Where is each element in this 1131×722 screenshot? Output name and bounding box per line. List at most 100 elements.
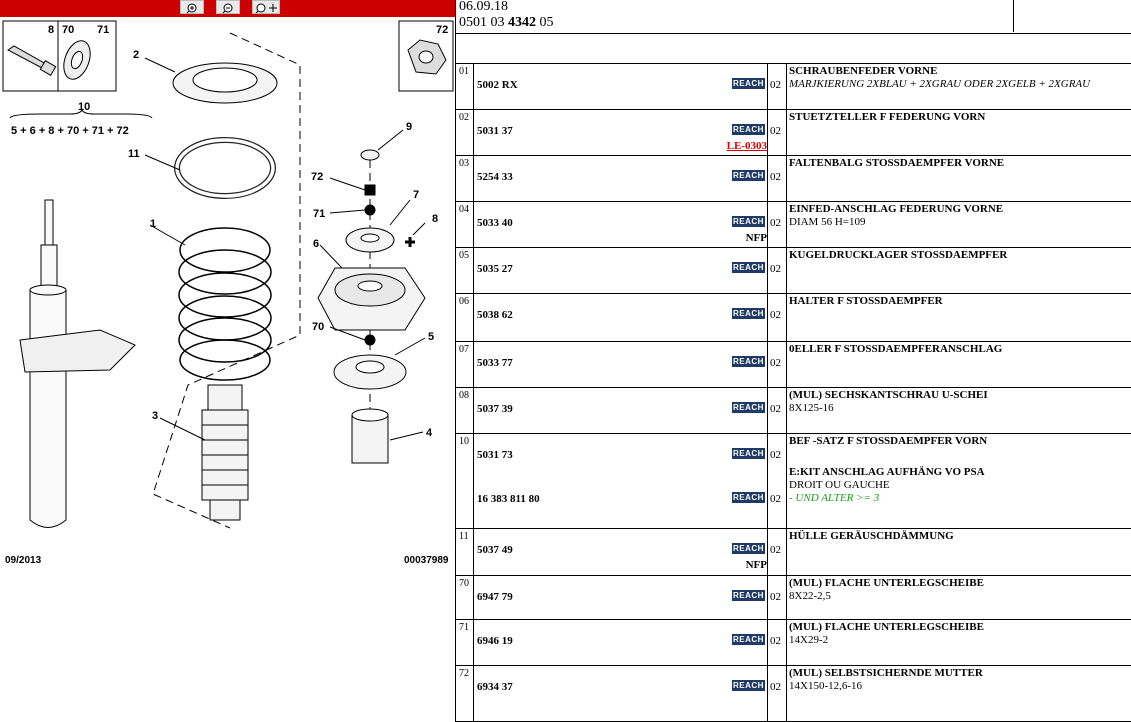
description-block: STUETZTELLER F FEDERUNG VORN	[789, 111, 1131, 124]
quantity: 02	[770, 171, 781, 183]
part-note: - UND ALTER >= 3	[789, 492, 880, 504]
part-number[interactable]: 5035 27	[477, 263, 513, 275]
callout-7: 7	[413, 189, 419, 201]
part-number[interactable]: 6934 37	[477, 681, 513, 693]
part-number[interactable]: 16 383 811 80	[477, 493, 540, 505]
quantity: 02	[770, 591, 781, 603]
reach-badge[interactable]: REACH	[732, 170, 765, 181]
reach-badge[interactable]: REACH	[732, 308, 765, 319]
reach-badge[interactable]: REACH	[732, 543, 765, 554]
reach-badge[interactable]: REACH	[732, 216, 765, 227]
zoom-pan-button[interactable]	[252, 0, 280, 14]
zoom-out-button[interactable]	[216, 0, 240, 14]
callouts: 2 11 1 3 9 72 71 7 8 6 70 5 4	[128, 49, 438, 439]
header-reference: 0501 03 4342 05	[459, 15, 554, 31]
reference-cell: 5035 27 REACH	[474, 248, 768, 293]
part-number[interactable]: 5037 49	[477, 544, 513, 556]
washer-drawing	[63, 40, 91, 80]
coil-spring-drawing	[178, 227, 272, 381]
part-number[interactable]: 5254 33	[477, 171, 513, 183]
quantity: 02	[770, 263, 781, 275]
part-number[interactable]: 5002 RX	[477, 79, 518, 91]
part-note: MARJKIERUNG 2XBLAU + 2XGRAU ODER 2XGELB …	[789, 78, 1091, 90]
part-number[interactable]: 5031 73	[477, 449, 513, 461]
zoom-in-icon	[186, 3, 197, 14]
box-label-72: 72	[436, 24, 448, 36]
reach-badge[interactable]: REACH	[732, 262, 765, 273]
part-number[interactable]: 6946 19	[477, 635, 513, 647]
bellows-drawing	[201, 384, 249, 521]
description-block: BEF -SATZ F STOSSDAEMPFER VORN	[789, 435, 1131, 448]
part-name: (MUL) SECHSKANTSCHRAU U-SCHEI	[789, 389, 988, 401]
reach-badge[interactable]: REACH	[732, 492, 765, 503]
part-name: SCHRAUBENFEDER VORNE	[789, 65, 938, 77]
part-number[interactable]: 5031 37	[477, 125, 513, 137]
spring-seat-drawing	[172, 62, 278, 104]
parts-row[interactable]: 03 02 5254 33 REACH FALTENBALG STOSSDAEMPFER…	[456, 156, 1131, 202]
part-note: 8X125-16	[789, 402, 834, 414]
callout-8: 8	[432, 213, 438, 225]
quantity: 02	[770, 635, 781, 647]
reach-badge[interactable]: REACH	[732, 634, 765, 645]
kit-formula: 5 + 6 + 8 + 70 + 71 + 72	[11, 125, 129, 137]
reference-cell: 6934 37 REACH	[474, 666, 768, 721]
row-index: 03	[456, 156, 474, 201]
row-index: 11	[456, 529, 474, 575]
reach-badge[interactable]: REACH	[732, 124, 765, 135]
lifecycle-link[interactable]: LE-0303	[726, 140, 767, 152]
part-number[interactable]: 5038 62	[477, 309, 513, 321]
description-block: FALTENBALG STOSSDAEMPFER VORNE	[789, 157, 1131, 170]
zoom-in-button[interactable]	[180, 0, 204, 14]
description-block: HÜLLE GERÄUSCHDÄMMUNG	[789, 530, 1131, 543]
part-number[interactable]: 6947 79	[477, 591, 513, 603]
reach-badge[interactable]: REACH	[732, 78, 765, 89]
description-block: HALTER F STOSSDAEMPFER	[789, 295, 1131, 308]
quantity: 02	[770, 357, 781, 369]
reach-badge[interactable]: REACH	[732, 402, 765, 413]
description-cell: STUETZTELLER F FEDERUNG VORN	[786, 110, 1131, 155]
part-number[interactable]: 5033 77	[477, 357, 513, 369]
reference-cell: 5254 33 REACH	[474, 156, 768, 201]
part-name: (MUL) FLACHE UNTERLEGSCHEIBE	[789, 621, 984, 633]
part-number[interactable]: 5033 40	[477, 217, 513, 229]
row-index: 02	[456, 110, 474, 155]
reference-cell: 5031 37 REACH LE-0303	[474, 110, 768, 155]
part-number[interactable]: 5037 39	[477, 403, 513, 415]
reach-badge[interactable]: REACH	[732, 680, 765, 691]
inset-box-nut: 72	[398, 20, 454, 92]
description-cell: FALTENBALG STOSSDAEMPFER VORNE	[786, 156, 1131, 201]
box-label-71: 71	[97, 24, 109, 36]
zoom-pan-icon	[255, 3, 277, 14]
reach-badge[interactable]: REACH	[732, 448, 765, 459]
quantity: 02	[770, 403, 781, 415]
reach-badge[interactable]: REACH	[732, 590, 765, 601]
reach-badge[interactable]: REACH	[732, 356, 765, 367]
description-block: 0ELLER F STOSSDAEMPFERANSCHLAG	[789, 343, 1131, 356]
part-note: 8X22-2,5	[789, 590, 831, 602]
quantity: 02	[770, 125, 781, 137]
reference-cell: 5037 39 REACH	[474, 388, 768, 433]
part-name: 0ELLER F STOSSDAEMPFERANSCHLAG	[789, 343, 1003, 355]
description-block: KUGELDRUCKLAGER STOSSDAEMPFER	[789, 249, 1131, 262]
quantity: 02	[770, 544, 781, 556]
